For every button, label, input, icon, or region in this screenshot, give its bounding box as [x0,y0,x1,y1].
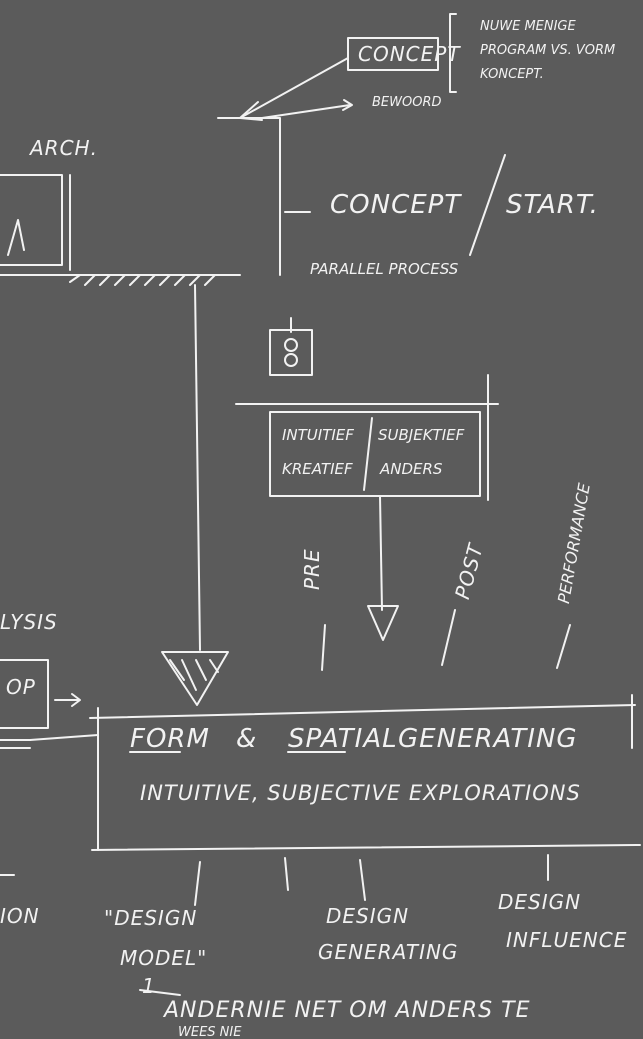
intuitief-divider [363,417,373,491]
design-influence-line2: INFLUENCE [506,928,628,952]
design-model-line2: MODEL" [120,946,208,970]
spatial-label: SPATIAL [288,724,398,754]
connector-design-model [194,861,201,906]
connector-middle [284,857,289,891]
big-down-arrow [161,651,229,706]
bewoord-arrow [261,104,351,119]
lysis-arrow-head [71,693,81,707]
design-generating-line2: GENERATING [318,940,459,964]
small-icon-circle-1 [284,338,298,352]
design-generating-line1: DESIGN [326,904,410,928]
number-label: 1 [142,974,156,998]
arch-sketch [7,219,25,256]
post-tick-line [441,609,456,666]
number-underline [139,989,181,996]
kreatief-label: KREATIEF [282,460,353,478]
main-vertical-line [194,284,201,651]
bottom-statement: ANDERNIE NET OM ANDERS TE [164,998,531,1023]
performance-tick-line [556,624,571,669]
pre-label: PRE [300,548,324,590]
note-line-3: KONCEPT. [480,67,544,82]
arrow-to-concept-line [239,57,349,119]
ion-label: ION [0,904,40,928]
form-label: FORM [130,724,210,754]
intuitive-subjective-label: INTUITIVE, SUBJECTIVE EXPLORATIONS [140,781,581,805]
bewoord-arrow-head [342,99,353,111]
design-model-line1: "DESIGN [104,906,198,930]
concept-box-outline [347,37,439,71]
subjektief-label: SUBJEKTIEF [378,426,465,444]
notes-bracket [449,13,457,93]
arch-frame [0,174,63,266]
concept-label: CONCEPT [330,190,462,220]
concept-box-label: CONCEPT [358,42,461,66]
generating-label: GENERATING [398,724,578,754]
intuitief-label: INTUITIEF [282,426,354,444]
bewoord-label: BEWOORD [372,95,442,110]
small-icon-box [269,329,313,376]
lysis-box [0,659,49,729]
main-box-bottom [91,844,641,851]
concept-frame [217,117,281,276]
wees-nie-label: WEES NIE [178,1025,242,1039]
lysis-label: LYSIS [0,610,58,634]
pre-tick-line [321,624,326,671]
design-influence-line1: DESIGN [498,890,582,914]
concept-start-slash [469,154,506,256]
main-box-top [89,704,636,719]
big-down-arrow-hatch [169,659,219,691]
intuitief-down-line [379,495,383,611]
start-label: START. [506,190,599,220]
small-icon-circle-2 [284,353,298,367]
lysis-hatch [0,739,31,749]
note-line-1: NUWE MENIGE [480,19,576,34]
ground-hatch [69,274,216,286]
connector-design-gen [359,859,366,901]
main-box-feed [29,734,99,741]
amp-label: & [236,724,258,754]
arch-label: ARCH. [30,136,98,160]
intuitief-box [269,411,481,497]
op-label: OP [6,675,36,699]
parallel-process-label: PARALLEL PROCESS [310,260,459,278]
note-line-2: PROGRAM VS. VORM [480,43,616,58]
anders-label: ANDERS [380,460,443,478]
down-arrow-small [367,605,399,641]
